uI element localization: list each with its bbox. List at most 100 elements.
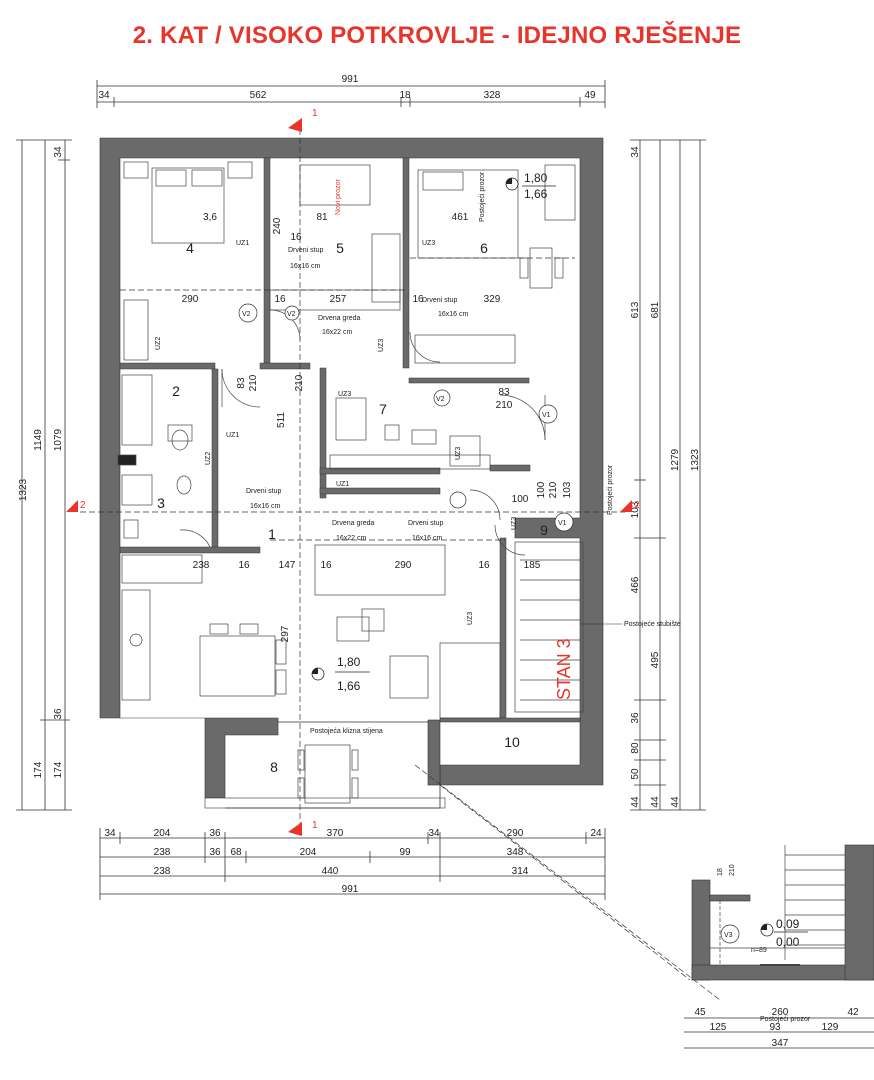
detail-dim-i: 210	[729, 864, 736, 876]
dim-bottom-1-b: 204	[154, 828, 171, 839]
stup-dim-1: 16x16 cm	[290, 263, 321, 270]
label-uz3-f: UZ3	[467, 612, 474, 625]
dim-bottom-3-c: 314	[512, 866, 529, 877]
dashed-lines	[80, 120, 721, 1001]
drveni-stup-label-3: Drveni stup	[246, 488, 282, 495]
dim-int-11: 210	[248, 374, 259, 391]
dim-right-l1: 44	[630, 796, 641, 808]
dim-int-10: 83	[236, 377, 247, 389]
section-markers	[66, 118, 632, 836]
cut-label-right: 2	[634, 500, 640, 511]
dim-int-25: 16	[478, 560, 490, 571]
window-markers	[238, 303, 740, 944]
stup-dim-3: 16x16 cm	[250, 503, 281, 510]
dim-bottom-2-d: 204	[300, 847, 317, 858]
dim-bottom-1-a: 34	[104, 828, 116, 839]
dim-left-c: 1079	[53, 428, 64, 451]
label-uz3-d: UZ3	[455, 447, 462, 460]
drveni-stup-label-4: Drveni stup	[408, 520, 444, 527]
drvena-greda-label-2: Drvena greda	[332, 520, 375, 527]
dim-int-16: 100	[536, 481, 547, 498]
greda-dim-2: 16x22 cm	[336, 535, 367, 542]
label-v1-a: V1	[542, 412, 551, 419]
dim-int-18: 100	[512, 494, 529, 505]
dim-left-e: 36	[53, 708, 64, 720]
detail-dim-h: 18	[717, 868, 724, 876]
room-label-10: 10	[504, 734, 520, 750]
cut-label-bottom: 1	[312, 820, 318, 831]
dim-right-k: 50	[630, 768, 641, 780]
dim-top-d: 328	[484, 90, 501, 101]
dim-top-e: 49	[584, 90, 596, 101]
dim-right-f: 103	[630, 501, 641, 518]
dim-right-e: 1323	[690, 448, 701, 471]
novi-prozor-label: Novi prozor	[335, 179, 342, 215]
dimension-lines-bottom	[99, 828, 606, 900]
furniture	[117, 161, 584, 804]
dim-right-a: 34	[630, 146, 641, 158]
stup-dim-2: 16x16 cm	[438, 311, 469, 318]
dim-bottom-1-f: 290	[507, 828, 524, 839]
label-v2-c: V2	[436, 396, 445, 403]
dim-int-20: 238	[193, 560, 210, 571]
dim-bottom-2-a: 238	[154, 847, 171, 858]
klizna-stijena-label: Postojeća klizna stijena	[310, 728, 383, 735]
label-uz3-e: UZ3	[511, 517, 518, 530]
room-label-7: 7	[379, 401, 387, 417]
detail-lines	[710, 845, 845, 966]
dim-top-b: 562	[250, 90, 267, 101]
dim-int-21: 16	[238, 560, 250, 571]
dim-bottom-1-g: 24	[590, 828, 602, 839]
dim-right-j: 80	[630, 742, 641, 754]
drveni-stup-label-1: Drveni stup	[288, 247, 324, 254]
page-title: 2. KAT / VISOKO POTKROVLJE - IDEJNO RJEŠ…	[132, 22, 742, 49]
dim-top-total: 991	[342, 74, 359, 85]
dim-int-5: 290	[182, 294, 199, 305]
dim-bottom-1-c: 36	[209, 828, 221, 839]
dim-int-27: 297	[280, 625, 291, 642]
detail-dim-f: 129	[822, 1022, 839, 1033]
dim-int-8: 16	[412, 294, 424, 305]
dim-bottom-1-d: 370	[327, 828, 344, 839]
dim-bottom-2-f: 348	[507, 847, 524, 858]
detail-dim-e: 93	[769, 1022, 781, 1033]
room-label-5: 5	[336, 240, 344, 256]
dim-left-a: 1323	[18, 478, 29, 501]
level-a-top: 1,80	[524, 171, 548, 185]
dimension-lines-left	[16, 139, 72, 811]
stan-label: STAN 3	[554, 638, 574, 700]
detail-walls	[691, 844, 874, 981]
label-v3: V3	[724, 932, 733, 939]
dim-left-g: 174	[53, 761, 64, 778]
postojeci-prozor-label-1: Postojeći prozor	[479, 171, 486, 222]
room-label-8: 8	[270, 759, 278, 775]
cut-label-left: 2	[80, 500, 86, 511]
door-swings	[179, 309, 546, 556]
dim-int-15: 210	[496, 400, 513, 411]
dimension-lines-top	[96, 80, 606, 108]
level-c-bot: 0,00	[776, 935, 800, 949]
label-uz1-a: UZ1	[236, 240, 249, 247]
room-label-2: 2	[172, 383, 180, 399]
room-label-9: 9	[540, 522, 548, 538]
dim-right-b: 613	[630, 301, 641, 318]
level-c-top: 0,09	[776, 917, 800, 931]
dim-right-d: 1279	[670, 448, 681, 471]
dim-top-c: 18	[399, 90, 411, 101]
dim-bottom-3-a: 238	[154, 866, 171, 877]
detail-dim-d: 125	[710, 1022, 727, 1033]
room-label-3: 3	[157, 495, 165, 511]
dim-right-h: 495	[650, 651, 661, 668]
n89-label: n=89	[751, 947, 767, 954]
dim-bottom-3-b: 440	[322, 866, 339, 877]
dim-right-g: 466	[630, 576, 641, 593]
postojeci-prozor-label-3: Postojeći prozor	[760, 1016, 811, 1023]
dim-left-b: 1149	[33, 429, 44, 451]
label-uz3-c: UZ3	[338, 391, 351, 398]
dim-right-i: 36	[630, 712, 641, 724]
balcony-outline	[225, 721, 441, 809]
dim-bottom-2-c: 68	[230, 847, 242, 858]
dim-bottom-4: 991	[342, 884, 359, 895]
level-markers	[311, 177, 774, 937]
